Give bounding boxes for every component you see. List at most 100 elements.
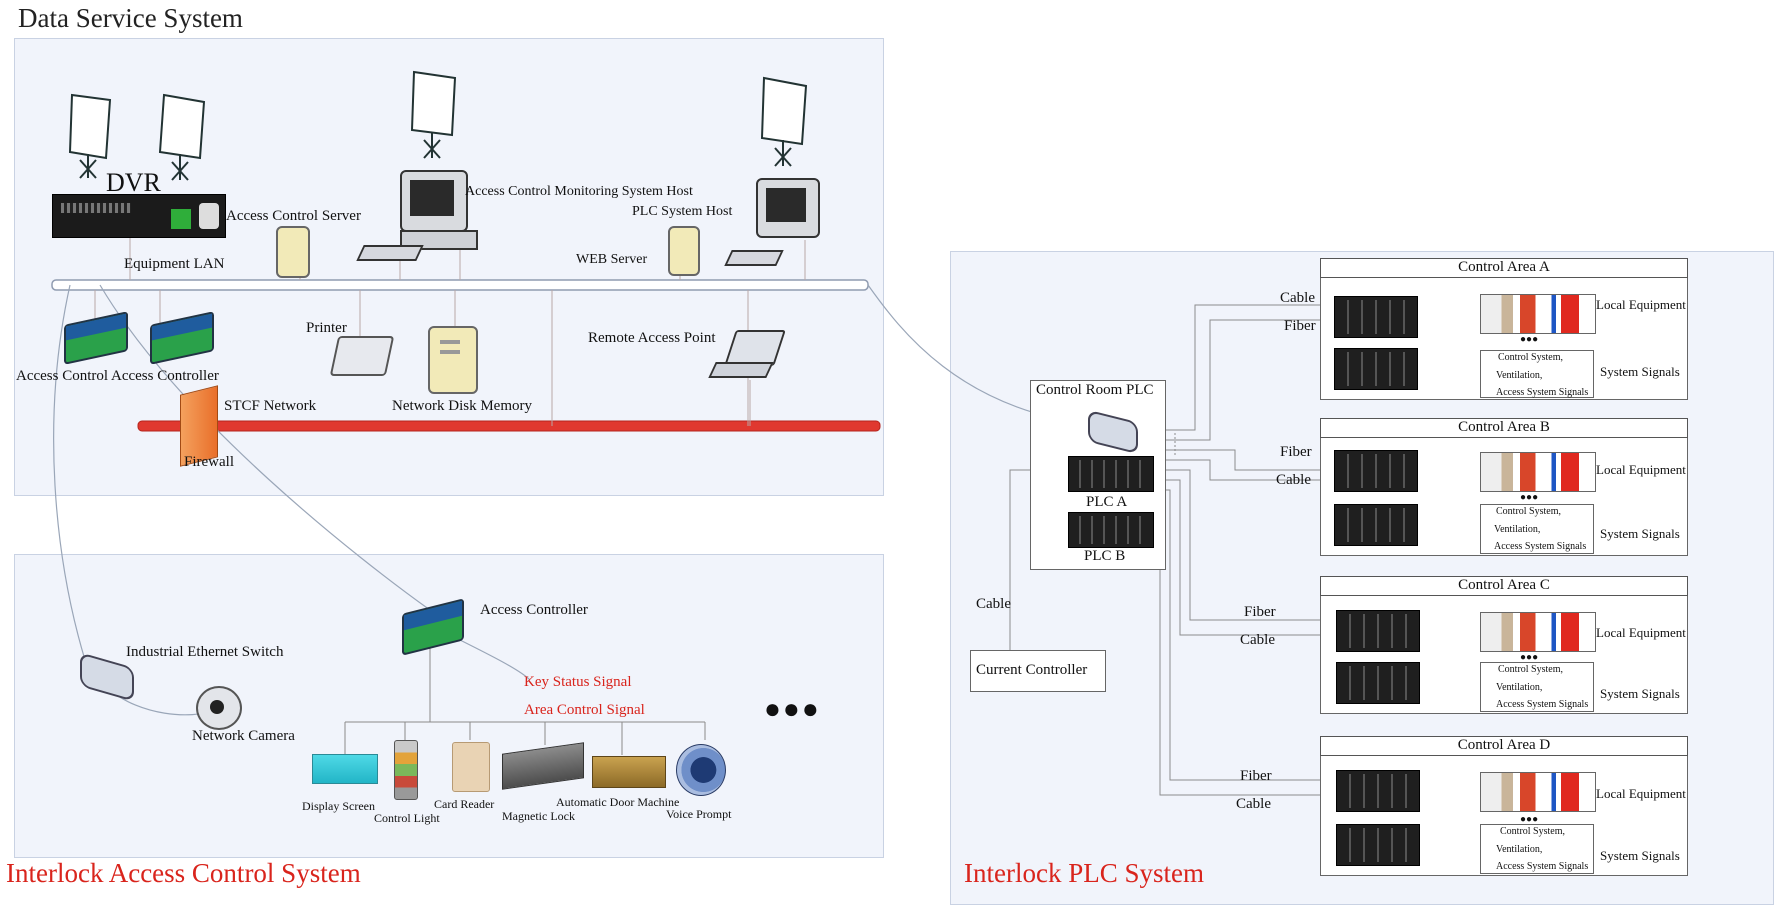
area-a-rack-2 [1334, 348, 1418, 390]
stcf-network-label: STCF Network [224, 398, 317, 414]
access-controller-label: Access Controller [480, 602, 588, 618]
area-d-sub1: Control System, [1500, 826, 1566, 837]
dvr-device [52, 194, 226, 238]
automatic-door-machine-label: Automatic Door Machine [556, 795, 680, 809]
area-a-sub1: Control System, [1498, 352, 1564, 363]
area-b-rack-2 [1334, 504, 1418, 546]
plc-b-label: PLC B [1084, 548, 1126, 564]
card-reader-label: Card Reader [434, 797, 495, 811]
area-c-signals-label: System Signals [1600, 686, 1680, 701]
area-d-signals-box [1480, 824, 1594, 874]
ellipsis-indicator: ●●● [764, 694, 821, 725]
access-control-access-controller-label: Access Control Access Controller [16, 368, 219, 384]
monitoring-host-label: Access Control Monitoring System Host [465, 184, 693, 199]
screen-icon [68, 70, 808, 181]
area-d-rack-1 [1336, 770, 1420, 812]
area-d-local-label: Local Equipment [1596, 786, 1686, 801]
control-area-d-header: Control Area D [1320, 736, 1688, 756]
area-b-sub2: Ventilation, [1494, 524, 1541, 535]
laptop-base-icon [708, 362, 774, 378]
network-disk-icon [428, 326, 478, 394]
area-a-signals-box [1480, 350, 1594, 398]
plc-a-rack [1068, 456, 1154, 492]
area-c-local-label: Local Equipment [1596, 625, 1686, 640]
area-b-link1: Fiber [1280, 444, 1312, 460]
area-b-sub3: Access System Signals [1494, 541, 1587, 552]
area-b-link2: Cable [1276, 472, 1311, 488]
area-d-rack-2 [1336, 824, 1420, 866]
area-c-sub3: Access System Signals [1496, 699, 1589, 710]
plc-host-keyboard-icon [724, 250, 784, 266]
area-c-link2: Cable [1240, 632, 1275, 648]
area-b-local-equipment-icon [1480, 452, 1596, 492]
control-area-c-header: Control Area C [1320, 576, 1688, 596]
equipment-lan-label: Equipment LAN [124, 256, 225, 272]
area-a-link2: Fiber [1284, 318, 1316, 334]
card-reader-icon [452, 742, 490, 792]
area-b-local-label: Local Equipment [1596, 462, 1686, 477]
network-camera-label: Network Camera [192, 728, 295, 744]
area-d-local-equipment-icon [1480, 772, 1596, 812]
dvr-label: DVR [106, 168, 161, 197]
plc-host-computer-icon [756, 178, 820, 238]
area-a-rack-1 [1334, 296, 1418, 338]
access-control-server-label: Access Control Server [226, 208, 361, 224]
current-controller-label: Current Controller [976, 662, 1088, 678]
data-service-title: Data Service System [18, 3, 243, 33]
area-d-link2: Cable [1236, 796, 1271, 812]
cable-label: Cable [976, 596, 1011, 612]
area-d-signals-label: System Signals [1600, 848, 1680, 863]
firewall-label: Firewall [184, 454, 234, 470]
area-control-signal-label: Area Control Signal [524, 702, 645, 718]
control-room-plc-label: Control Room PLC [1036, 382, 1154, 398]
area-b-sub1: Control System, [1496, 506, 1562, 517]
stcf-network-bar [137, 420, 881, 432]
control-light-icon [394, 740, 418, 800]
display-screen-label: Display Screen [302, 799, 375, 813]
industrial-switch-label: Industrial Ethernet Switch [126, 644, 284, 660]
magnetic-lock-label: Magnetic Lock [502, 809, 575, 823]
interlock-access-title: Interlock Access Control System [6, 858, 361, 888]
monitoring-host-computer-icon [400, 170, 468, 232]
area-a-local-equipment-icon [1480, 294, 1596, 334]
area-a-signals-label: System Signals [1600, 364, 1680, 379]
area-c-rack-1 [1336, 610, 1420, 652]
network-disk-memory-label: Network Disk Memory [392, 398, 532, 414]
network-camera-icon [196, 686, 242, 730]
area-c-dots: ●●● [1520, 652, 1539, 663]
area-b-rack-1 [1334, 450, 1418, 492]
area-b-signals-box [1480, 504, 1594, 554]
area-d-link1: Fiber [1240, 768, 1272, 784]
area-c-sub1: Control System, [1498, 664, 1564, 675]
area-d-sub2: Ventilation, [1496, 844, 1543, 855]
plc-system-host-label: PLC System Host [632, 204, 733, 219]
voice-prompt-icon [676, 744, 726, 796]
area-b-signals-label: System Signals [1600, 526, 1680, 541]
area-c-link1: Fiber [1244, 604, 1276, 620]
key-status-signal-label: Key Status Signal [524, 674, 632, 690]
control-area-b-header: Control Area B [1320, 418, 1688, 438]
interlock-plc-title: Interlock PLC System [964, 858, 1204, 888]
automatic-door-machine-icon [592, 756, 666, 788]
access-control-server-icon [276, 226, 310, 278]
plc-b-rack [1068, 512, 1154, 548]
area-a-link1: Cable [1280, 290, 1315, 306]
area-c-sub2: Ventilation, [1496, 682, 1543, 693]
display-screen-icon [312, 754, 378, 784]
printer-icon [329, 336, 395, 376]
web-server-icon [668, 226, 700, 276]
area-c-signals-box [1480, 662, 1594, 712]
area-b-dots: ●●● [1520, 492, 1539, 503]
area-c-local-equipment-icon [1480, 612, 1596, 652]
area-a-local-label: Local Equipment [1596, 297, 1686, 312]
monitoring-host-keyboard-icon [356, 245, 424, 261]
area-a-sub3: Access System Signals [1496, 387, 1589, 398]
current-controller-box [970, 650, 1106, 692]
area-a-dots: ●●● [1520, 334, 1539, 345]
plc-a-label: PLC A [1086, 494, 1128, 510]
area-d-dots: ●●● [1520, 814, 1539, 825]
remote-access-point-label: Remote Access Point [588, 330, 716, 346]
area-a-sub2: Ventilation, [1496, 370, 1543, 381]
